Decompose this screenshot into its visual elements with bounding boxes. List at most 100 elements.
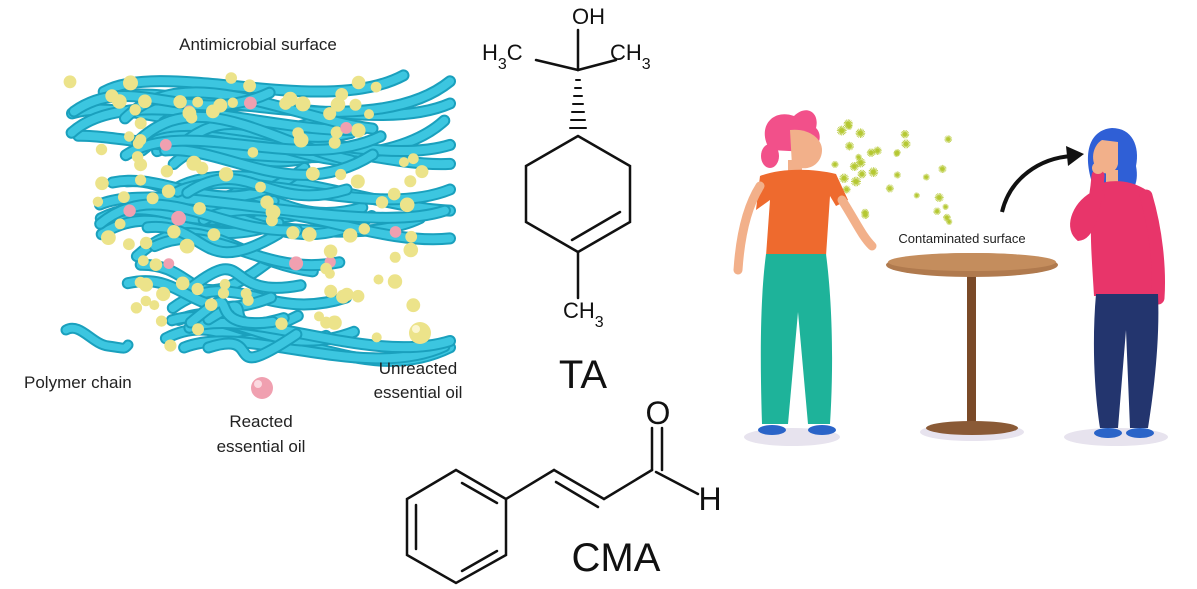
unreacted-oil-particle: [160, 165, 174, 178]
right-person-shoe-right: [1126, 428, 1154, 438]
germ-icon: ✺: [913, 190, 920, 200]
unreacted-oil-particle: [387, 274, 403, 289]
legend-unreacted-oil-label-1: Unreacted: [379, 359, 457, 378]
unreacted-oil-particle: [370, 81, 382, 93]
cma-chain-2: [552, 468, 606, 501]
essential-oil-particles: [63, 72, 429, 352]
germ-icon: ✺: [922, 173, 930, 184]
unreacted-oil-particle: [95, 143, 108, 156]
right-person-arm-down: [1139, 189, 1165, 305]
cma-ring-inner-1: [460, 481, 499, 505]
unreacted-oil-particle: [351, 289, 365, 303]
antimicrobial-surface-panel: Antimicrobial surface Polymer chain Reac…: [24, 35, 462, 456]
reacted-oil-particle: [389, 226, 402, 238]
unreacted-oil-particle: [173, 95, 187, 109]
germ-icon: ✺: [836, 123, 847, 139]
unreacted-oil-particle: [328, 136, 341, 149]
unreacted-oil-particle: [351, 123, 366, 138]
ta-ch3-bottom-label: CH3: [563, 298, 604, 331]
unreacted-oil-particle: [371, 332, 382, 343]
ta-ch3-right-label: CH3: [610, 40, 651, 73]
unreacted-oil-particle: [193, 202, 206, 215]
unreacted-oil-particle: [255, 181, 266, 193]
unreacted-oil-particle: [140, 295, 152, 307]
germ-icon: ✺: [861, 206, 870, 219]
contamination-scene: ✺✺✺✺✺✺✺✺✺✺✺✺✺✺✺✺✺✺✺✺✺✺✺✺✺✺✺✺✺✺✺✺✺✺ Conta…: [733, 110, 1168, 446]
unreacted-oil-particle: [192, 96, 204, 108]
unreacted-oil-particle: [343, 228, 358, 243]
cma-name: CMA: [572, 536, 661, 580]
unreacted-oil-particle: [218, 167, 234, 182]
unreacted-oil-particle: [302, 227, 317, 242]
unreacted-oil-particle: [330, 126, 343, 139]
polymer-chain-highlight: [70, 88, 274, 116]
germ-icon: ✺: [839, 172, 850, 187]
unreacted-oil-particle: [398, 157, 409, 168]
germ-icon: ✺: [900, 127, 910, 141]
germ-icon: ✺: [893, 150, 900, 160]
unreacted-oil-particle: [217, 287, 230, 299]
germ-icon: ✺: [942, 203, 949, 213]
left-person-pants: [760, 254, 833, 424]
germ-icon: ✺: [943, 212, 952, 224]
left-person-arm-left: [733, 181, 765, 275]
ta-ring: [524, 134, 632, 254]
reacted-oil-particle: [340, 122, 353, 134]
germ-icon: ✺: [855, 153, 863, 164]
unreacted-oil-particle: [415, 165, 429, 179]
unreacted-oil-particle: [387, 187, 401, 201]
unreacted-oil-particle: [405, 230, 418, 243]
unreacted-oil-particle: [131, 151, 144, 163]
unreacted-oil-particle: [242, 294, 254, 306]
unreacted-oil-particle: [286, 226, 300, 240]
germ-icon: ✺: [938, 163, 947, 176]
germ-icon: ✺: [842, 183, 851, 196]
cma-ch-bond: [654, 470, 700, 496]
germ-icon: ✺: [866, 146, 876, 160]
unreacted-oil-particle: [349, 98, 362, 111]
cma-oxygen-label: O: [646, 395, 671, 431]
unreacted-oil-particle: [132, 138, 144, 149]
germ-icon: ✺: [893, 171, 901, 182]
unreacted-oil-particle: [260, 195, 274, 209]
right-person-sweater: [1090, 181, 1161, 296]
reacted-oil-particle: [171, 210, 187, 226]
unreacted-oil-particle: [129, 104, 141, 116]
germ-icon: ✺: [850, 174, 861, 190]
unreacted-oil-particle: [137, 255, 149, 267]
table-leg: [967, 268, 976, 428]
polymer-mesh: [65, 69, 456, 367]
polymer-chain-highlight: [204, 330, 301, 362]
unreacted-oil-particle: [219, 278, 231, 290]
unreacted-oil-particle: [295, 96, 311, 112]
unreacted-oil-particle: [101, 230, 116, 246]
unreacted-oil-particle: [340, 287, 354, 302]
right-person: [1070, 128, 1165, 438]
unreacted-oil-particle: [135, 174, 147, 186]
unreacted-oil-particle: [406, 298, 421, 313]
legend-polymer-chain-label: Polymer chain: [24, 373, 132, 392]
unreacted-oil-particle: [227, 97, 238, 108]
legend-reacted-oil-label-1: Reacted: [229, 412, 292, 431]
germ-icon: ✺: [885, 183, 894, 196]
cma-hydrogen-label: H: [698, 481, 721, 517]
unreacted-oil-particle: [179, 238, 195, 254]
unreacted-oil-particle: [124, 131, 135, 142]
germ-icon: ✺: [946, 218, 953, 228]
unreacted-oil-particle: [327, 315, 342, 330]
polymer-chain-highlight: [121, 132, 385, 160]
transfer-arrow: [1000, 154, 1073, 213]
polymer-chain-highlight: [199, 206, 454, 244]
legend-polymer-chain-swatch-highlight: [62, 324, 132, 352]
unreacted-oil-particle: [407, 153, 419, 165]
unreacted-oil-particle: [122, 238, 135, 251]
unreacted-oil-particle: [139, 277, 153, 292]
unreacted-oil-particle: [323, 107, 337, 121]
ta-name: TA: [559, 353, 607, 397]
germ-icon: ✺: [893, 148, 901, 159]
unreacted-oil-particle: [192, 323, 204, 336]
germ-icon: ✺: [857, 167, 867, 181]
unreacted-oil-particle: [292, 127, 304, 139]
cma-molecule: O H CMA: [405, 395, 722, 585]
